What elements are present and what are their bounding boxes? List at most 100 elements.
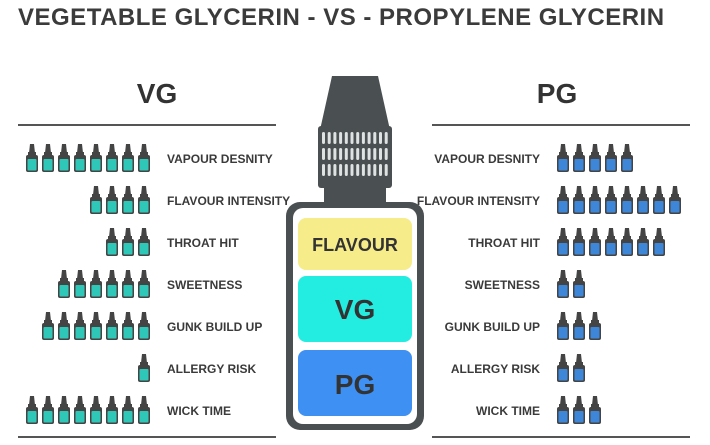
bottle-icon	[26, 144, 38, 172]
bottle-icon	[58, 396, 70, 424]
bottle-icon	[637, 228, 649, 256]
bottle-icon	[90, 396, 102, 424]
flavour-layer	[298, 218, 412, 270]
bottle-cap-ridges	[322, 132, 388, 176]
vg-top-divider	[18, 124, 276, 126]
bottle-icon	[573, 312, 585, 340]
pg-metric-label: THROAT HIT	[468, 236, 540, 250]
vg-bottle-rating	[137, 353, 151, 383]
eliquid-bottle-illustration: FLAVOUR VG PG	[286, 76, 424, 430]
bottle-icon	[122, 144, 134, 172]
bottle-icon	[573, 396, 585, 424]
vg-bottle-rating	[25, 143, 151, 173]
vg-metric-label: GUNK BUILD UP	[167, 320, 263, 334]
bottle-icon	[573, 144, 585, 172]
bottle-icon	[74, 396, 86, 424]
pg-top-divider	[432, 124, 690, 126]
bottle-icon	[621, 186, 633, 214]
bottle-icon	[637, 186, 649, 214]
pg-heading: PG	[536, 78, 578, 109]
bottle-icon	[106, 312, 118, 340]
bottle-icon	[90, 144, 102, 172]
pg-bottle-rating	[556, 311, 602, 341]
bottle-icon	[138, 354, 150, 382]
page-title: VEGETABLE GLYCERIN - VS - PROPYLENE GLYC…	[18, 4, 665, 31]
bottle-icon	[58, 270, 70, 298]
bottle-icon	[589, 186, 601, 214]
bottle-icon	[138, 228, 150, 256]
bottle-icon	[42, 396, 54, 424]
flavour-label: FLAVOUR	[312, 235, 398, 255]
vg-bottom-divider	[18, 436, 276, 438]
pg-bottle-rating	[556, 185, 682, 215]
pg-bottle-rating	[556, 227, 666, 257]
bottle-icon	[74, 270, 86, 298]
bottle-icon	[74, 144, 86, 172]
vg-bottle-rating	[41, 311, 151, 341]
bottle-icon	[557, 270, 569, 298]
bottle-icon	[90, 270, 102, 298]
bottle-icon	[653, 186, 665, 214]
bottle-icon	[138, 396, 150, 424]
vg-bottle-rating	[25, 395, 151, 425]
vg-metric-label: VAPOUR DESNITY	[167, 152, 273, 166]
bottle-icon	[122, 186, 134, 214]
bottle-icon	[573, 228, 585, 256]
pg-metric-label: WICK TIME	[476, 404, 540, 418]
pg-layer	[298, 350, 412, 416]
pg-metric-label: SWEETNESS	[464, 278, 540, 292]
vg-bottle-rating	[105, 227, 151, 257]
bottle-icon	[106, 228, 118, 256]
vg-metric-label: ALLERGY RISK	[167, 362, 257, 376]
bottle-icon	[138, 312, 150, 340]
bottle-neck	[324, 188, 386, 202]
pg-metric-label: FLAVOUR INTENSITY	[416, 194, 540, 208]
bottle-icon	[122, 228, 134, 256]
bottle-icon	[621, 228, 633, 256]
bottle-icon	[653, 228, 665, 256]
vg-metric-label: FLAVOUR INTENSITY	[167, 194, 291, 208]
bottle-icon	[58, 312, 70, 340]
bottle-cap-top	[320, 76, 390, 130]
bottle-icon	[138, 186, 150, 214]
bottle-icon	[58, 144, 70, 172]
vg-metric-label: THROAT HIT	[167, 236, 239, 250]
bottle-icon	[122, 270, 134, 298]
pg-metric-label: VAPOUR DESNITY	[434, 152, 540, 166]
bottle-icon	[557, 396, 569, 424]
pg-bottle-rating	[556, 353, 586, 383]
bottle-icon	[74, 312, 86, 340]
bottle-icon	[557, 186, 569, 214]
bottle-icon	[605, 186, 617, 214]
bottle-icon	[90, 186, 102, 214]
vg-bottle-rating	[57, 269, 151, 299]
bottle-icon	[669, 186, 681, 214]
bottle-icon	[589, 228, 601, 256]
bottle-icon	[573, 270, 585, 298]
bottle-icon	[557, 354, 569, 382]
bottle-icon	[589, 396, 601, 424]
bottle-icon	[557, 144, 569, 172]
bottle-icon	[90, 312, 102, 340]
pg-bottle-rating	[556, 269, 586, 299]
pg-metric-label: GUNK BUILD UP	[444, 320, 540, 334]
bottle-icon	[557, 312, 569, 340]
bottle-icon	[106, 270, 118, 298]
pg-metric-label: ALLERGY RISK	[450, 362, 540, 376]
bottle-icon	[106, 144, 118, 172]
bottle-icon	[42, 144, 54, 172]
vg-metric-label: SWEETNESS	[167, 278, 243, 292]
bottle-icon	[106, 186, 118, 214]
bottle-icon	[621, 144, 633, 172]
bottle-icon	[42, 312, 54, 340]
bottle-icon	[106, 396, 118, 424]
bottle-icon	[557, 228, 569, 256]
bottle-icon	[573, 186, 585, 214]
vg-layer-label: VG	[335, 294, 375, 325]
bottle-icon	[605, 144, 617, 172]
pg-layer-label: PG	[335, 369, 375, 400]
pg-bottom-divider	[432, 436, 690, 438]
bottle-icon	[573, 354, 585, 382]
pg-bottle-rating	[556, 395, 602, 425]
bottle-icon	[589, 312, 601, 340]
